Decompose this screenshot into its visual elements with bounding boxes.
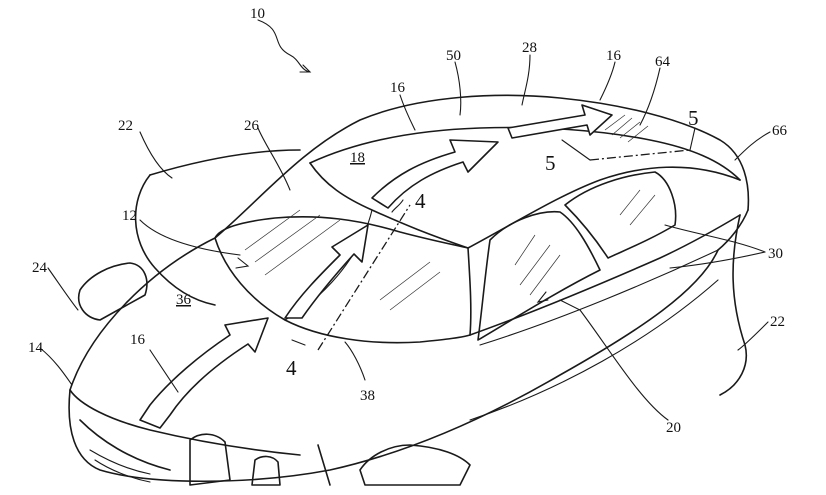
label-4-bottom: 4 <box>286 356 297 380</box>
label-64: 64 <box>655 54 671 70</box>
label-12: 12 <box>122 208 137 224</box>
label-16-top: 16 <box>606 48 622 64</box>
label-20: 20 <box>666 420 681 436</box>
label-28: 28 <box>522 40 537 56</box>
label-18: 18 <box>350 150 365 166</box>
reference-numerals: 10 50 28 16 64 16 22 26 18 5 66 5 4 12 3… <box>28 6 788 436</box>
label-66: 66 <box>772 123 788 139</box>
vehicle-body <box>68 94 750 483</box>
airflow-arrows <box>139 104 613 429</box>
pods <box>78 149 747 486</box>
label-22-left: 22 <box>118 118 133 134</box>
windshield-hatching <box>244 114 649 311</box>
label-16-mid: 16 <box>390 80 406 96</box>
leader-lines <box>39 19 771 421</box>
label-14: 14 <box>28 340 44 356</box>
label-50: 50 <box>446 48 461 64</box>
label-24: 24 <box>32 260 48 276</box>
label-10: 10 <box>250 6 265 22</box>
side-windows <box>477 171 677 341</box>
label-22-right: 22 <box>770 314 785 330</box>
label-26: 26 <box>244 118 260 134</box>
section-lines <box>317 127 696 351</box>
label-36: 36 <box>176 292 192 308</box>
label-5-right: 5 <box>688 106 699 130</box>
label-4-top: 4 <box>415 189 426 213</box>
label-38: 38 <box>360 388 375 404</box>
label-16-left: 16 <box>130 332 146 348</box>
label-5-left: 5 <box>545 151 556 175</box>
label-30: 30 <box>768 246 783 262</box>
